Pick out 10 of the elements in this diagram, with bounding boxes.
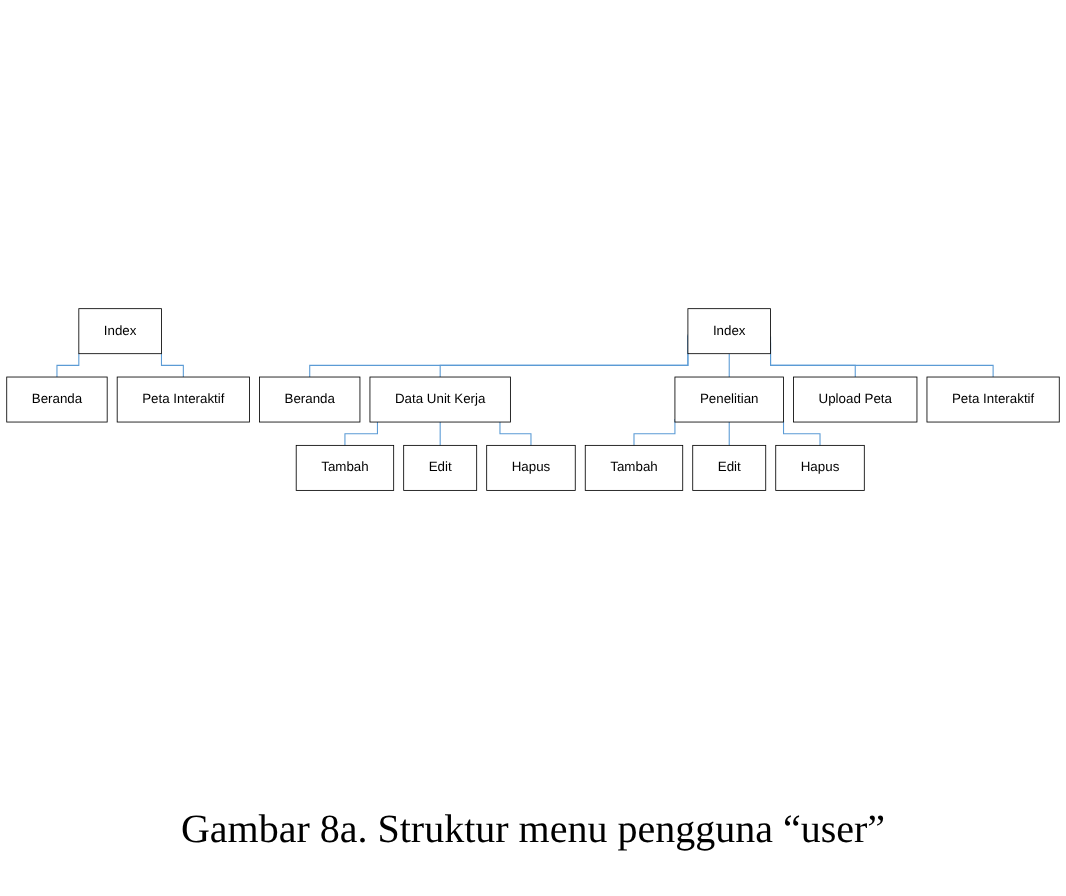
- connector: [633, 418, 676, 447]
- connector: [783, 419, 821, 447]
- connector: [728, 421, 730, 447]
- connector: [344, 421, 378, 447]
- connector: [499, 421, 532, 447]
- connector: [160, 353, 184, 379]
- caption: Gambar 8a. Struktur menu pengguna “user”: [180, 808, 886, 854]
- connector: [56, 353, 80, 379]
- connector: [439, 421, 441, 447]
- connector: [728, 353, 730, 379]
